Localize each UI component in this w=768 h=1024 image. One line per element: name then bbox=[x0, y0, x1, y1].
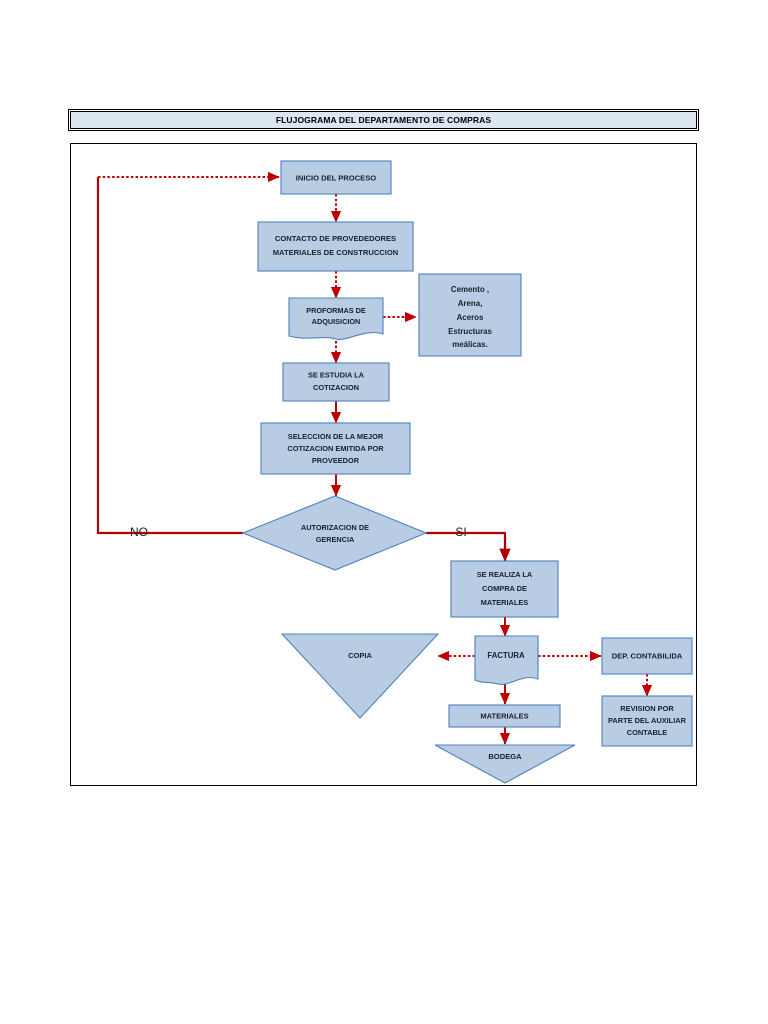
node-label-lista-line1: Cemento , bbox=[451, 285, 489, 294]
edge-autorizacion-to-compra bbox=[426, 531, 511, 562]
node-label-revision-line2: PARTE DEL AUXILIAR bbox=[608, 716, 687, 725]
branch-label-no: NO bbox=[130, 525, 148, 539]
flowchart-title-bar: FLUJOGRAMA DEL DEPARTAMENTO DE COMPRAS bbox=[70, 111, 697, 129]
node-label-seleccion-line2: COTIZACION EMITIDA POR bbox=[287, 444, 384, 453]
node-label-factura: FACTURA bbox=[487, 651, 525, 660]
node-label-estudia-line1: SE ESTUDIA LA bbox=[308, 370, 365, 379]
page-title: FLUJOGRAMA DEL DEPARTAMENTO DE COMPRAS bbox=[275, 115, 492, 125]
node-label-proformas-line2: ADQUISICION bbox=[312, 317, 361, 326]
node-bodega[interactable]: BODEGA bbox=[434, 744, 576, 784]
node-label-lista-line4: Estructuras bbox=[448, 327, 492, 336]
node-label-lista-line3: Aceros bbox=[457, 313, 484, 322]
node-materiales[interactable]: MATERIALES bbox=[448, 704, 561, 728]
flowchart-frame: INICIO DEL PROCESO CONTACTO DE PROVEDEDO… bbox=[70, 143, 697, 786]
node-contacto-proveedores[interactable]: CONTACTO DE PROVEDEDORES MATERIALES DE C… bbox=[257, 221, 414, 272]
node-label-autorizacion-line2: GERENCIA bbox=[316, 535, 355, 544]
node-label-revision-line3: CONTABLE bbox=[627, 728, 668, 737]
node-label-compra-line1: SE REALIZA LA bbox=[477, 570, 533, 579]
node-proformas-adquisicion[interactable]: PROFORMAS DE ADQUISICION bbox=[288, 297, 384, 340]
node-estudia-cotizacion[interactable]: SE ESTUDIA LA COTIZACION bbox=[282, 362, 390, 402]
node-label-contacto-line1: CONTACTO DE PROVEDEDORES bbox=[275, 234, 396, 243]
node-compra-materiales[interactable]: SE REALIZA LA COMPRA DE MATERIALES bbox=[450, 560, 559, 618]
node-label-inicio: INICIO DEL PROCESO bbox=[296, 174, 377, 183]
node-label-proformas-line1: PROFORMAS DE bbox=[306, 306, 366, 315]
edge-autorizacion-to-inicio bbox=[96, 171, 280, 535]
node-label-materiales: MATERIALES bbox=[480, 711, 528, 720]
node-label-contacto-line2: MATERIALES DE CONSTRUCCION bbox=[273, 248, 399, 257]
node-label-copia: COPIA bbox=[348, 651, 372, 660]
node-inicio-del-proceso[interactable]: INICIO DEL PROCESO bbox=[280, 160, 392, 195]
node-autorizacion-gerencia[interactable]: AUTORIZACION DE GERENCIA bbox=[241, 495, 428, 571]
node-label-lista-line2: Arena, bbox=[458, 299, 483, 308]
node-label-contabilidad: DEP. CONTABILIDA bbox=[612, 652, 683, 661]
branch-label-si: SI bbox=[455, 525, 466, 539]
node-label-bodega: BODEGA bbox=[488, 752, 522, 761]
node-label-compra-line2: COMPRA DE bbox=[482, 584, 527, 593]
node-label-compra-line3: MATERIALES bbox=[481, 598, 529, 607]
node-label-lista-line5: meálicas. bbox=[452, 340, 488, 349]
node-label-revision-line1: REVISION POR bbox=[620, 704, 674, 713]
node-materiales-lista[interactable]: Cemento , Arena, Aceros Estructuras meál… bbox=[418, 273, 522, 357]
node-label-seleccion-line3: PROVEEDOR bbox=[312, 456, 360, 465]
node-label-autorizacion-line1: AUTORIZACION DE bbox=[301, 523, 369, 532]
node-seleccion-cotizacion[interactable]: SELECCION DE LA MEJOR COTIZACION EMITIDA… bbox=[260, 422, 411, 475]
flowchart-canvas: INICIO DEL PROCESO CONTACTO DE PROVEDEDO… bbox=[96, 160, 693, 784]
node-dep-contabilidad[interactable]: DEP. CONTABILIDA bbox=[601, 637, 693, 675]
node-factura[interactable]: FACTURA bbox=[474, 635, 539, 685]
node-label-estudia-line2: COTIZACION bbox=[313, 383, 359, 392]
node-revision-auxiliar-contable[interactable]: REVISION POR PARTE DEL AUXILIAR CONTABLE bbox=[601, 695, 693, 747]
node-label-seleccion-line1: SELECCION DE LA MEJOR bbox=[288, 432, 384, 441]
node-copia[interactable]: COPIA bbox=[280, 633, 440, 719]
